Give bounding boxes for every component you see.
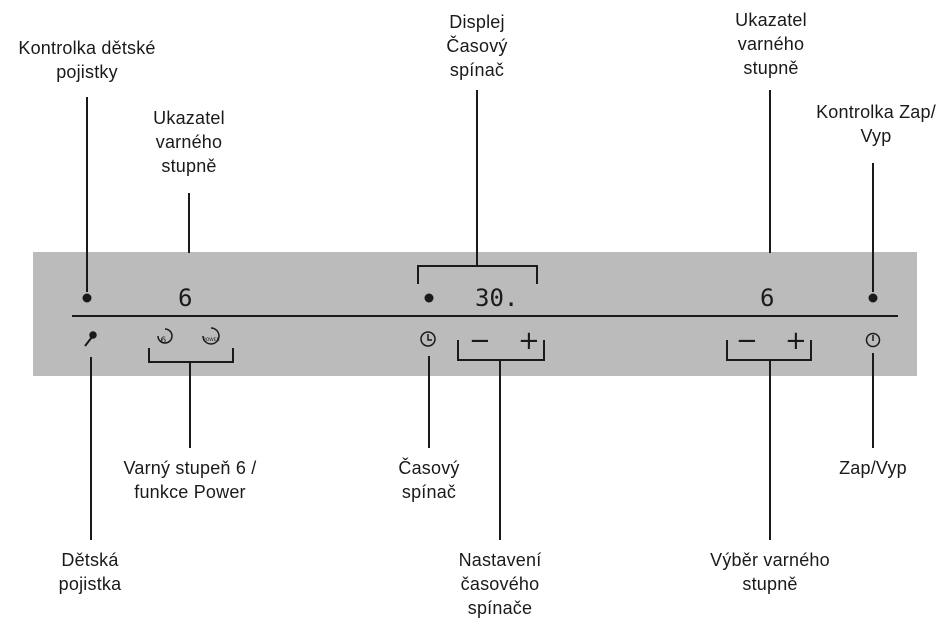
label-timer-set: Nastavení časového spínače [458,550,542,618]
label-on-off-indicator: Kontrolka Zap/ Vyp [816,102,936,146]
right-level-display: 6 [760,284,774,312]
key-icon[interactable] [84,331,97,347]
clock-icon[interactable] [420,331,436,347]
label-display-timer: Displej Časový spínač [446,12,508,80]
timer-led [424,293,434,303]
timer-plus-button[interactable]: + [518,326,540,356]
label-child-lock: Dětská pojistka [58,550,122,594]
power-boost-icon[interactable]: POWER [202,327,220,345]
timer-display: 30. [475,284,518,312]
power-icon[interactable] [865,332,881,348]
label-boost: Varný stupeň 6 / funkce Power [123,458,257,502]
svg-text:POWER: POWER [203,337,220,343]
on-off-led [868,293,878,303]
label-on-off: Zap/Vyp [839,458,907,478]
level-plus-button[interactable]: + [785,326,807,356]
left-level-display: 6 [178,284,192,312]
label-heat-indicator-left: Ukazatel varného stupně [153,108,225,176]
child-lock-led [82,293,92,303]
bracket-display [417,265,538,284]
label-child-lock-indicator: Kontrolka dětské pojistky [18,38,156,82]
level-minus-button[interactable]: − [736,326,758,356]
level-6-icon[interactable]: 6 [157,328,173,346]
label-level-select: Výběr varného stupně [710,550,830,594]
label-timer: Časový spínač [398,458,460,502]
label-heat-indicator-right: Ukazatel varného stupně [735,10,807,78]
timer-minus-button[interactable]: − [469,326,491,356]
svg-text:6: 6 [161,336,167,346]
control-panel [33,252,917,376]
bracket-boost [148,348,234,363]
